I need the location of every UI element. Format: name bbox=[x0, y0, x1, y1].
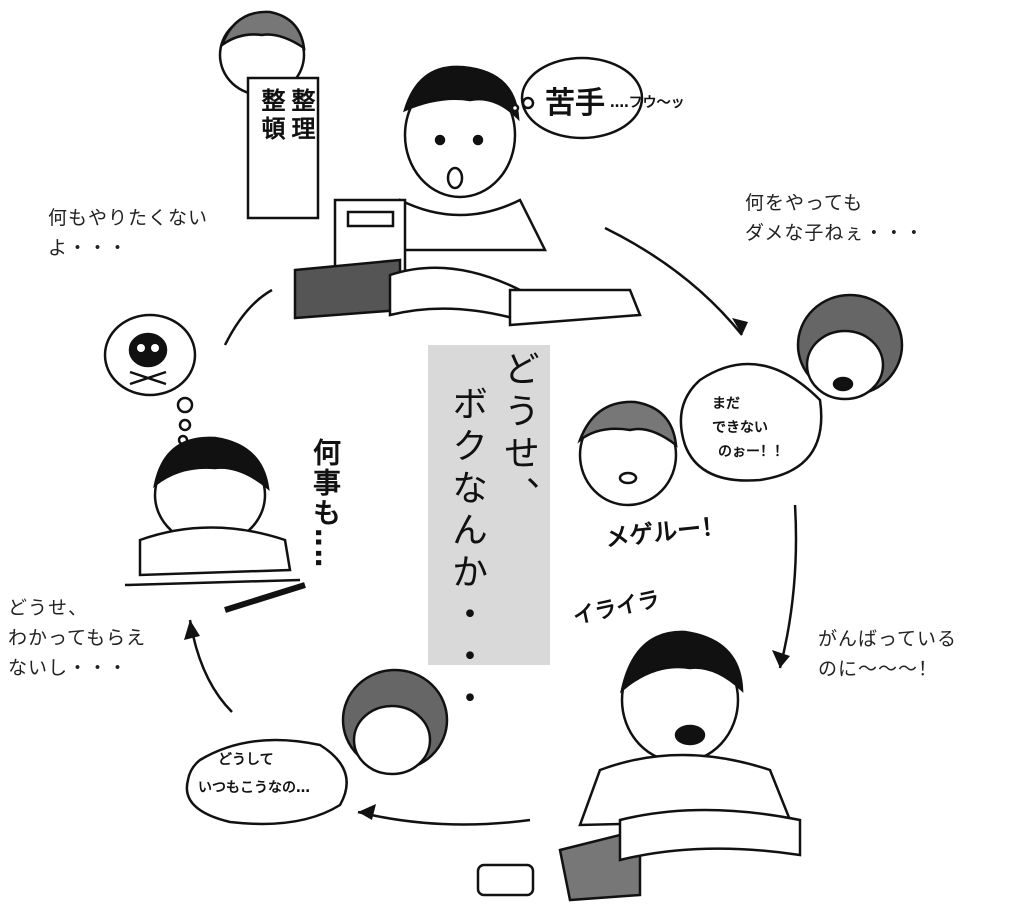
caption-left-line1: どうせ、 bbox=[8, 597, 89, 619]
arrowhead-top-right bbox=[732, 318, 748, 335]
arrowhead-bottom bbox=[358, 804, 376, 820]
ears-covered-boy-figure bbox=[577, 400, 678, 507]
speech-bubble-lower bbox=[185, 738, 348, 826]
mother-bubble-line1: まだ bbox=[712, 396, 740, 412]
arc-top-left bbox=[223, 288, 273, 346]
arrow-top-right bbox=[604, 226, 743, 336]
frustrated-boy-figure bbox=[476, 630, 802, 902]
mother-bubble-line2: できない bbox=[712, 420, 768, 436]
arrow-heads bbox=[184, 318, 790, 820]
caption-left-line3: ないし・・・ bbox=[8, 657, 129, 679]
speech-bubble-mother bbox=[679, 362, 823, 482]
caption-top-left-line1: 何もやりたくない bbox=[48, 207, 209, 229]
caption-right-line1: がんばっている bbox=[818, 628, 958, 650]
arrow-bottom bbox=[357, 810, 531, 826]
mother-figure-top bbox=[796, 293, 904, 401]
sign-board bbox=[246, 76, 320, 220]
mother-bubble-line3: のぉー！！ bbox=[718, 444, 788, 460]
sign-col2: 整頓 bbox=[257, 88, 286, 144]
sign-col1: 整理 bbox=[287, 88, 316, 144]
arrowhead-left bbox=[184, 620, 200, 640]
sigh-text: ‥‥フウ〜ッ bbox=[610, 95, 685, 111]
center-title-box bbox=[428, 345, 550, 665]
arrow-right bbox=[778, 504, 798, 669]
top-boy-figure bbox=[293, 65, 642, 327]
arrowhead-right bbox=[772, 650, 790, 668]
sad-boy-at-desk-figure bbox=[124, 436, 306, 613]
sign-text: 整理 整頓 bbox=[256, 88, 316, 144]
lower-bubble-line2: いつもこうなの… bbox=[198, 780, 310, 796]
caption-top-right-line2: ダメな子ねぇ・・・ bbox=[745, 222, 925, 244]
caption-left-line2: わかってもらえ bbox=[8, 627, 147, 649]
mother-figure-bottom bbox=[341, 668, 449, 776]
thought-bubble-nigate bbox=[510, 56, 644, 140]
center-title-line2: ボクなんか・・・ bbox=[446, 385, 487, 721]
skull-thought-icon bbox=[103, 313, 197, 446]
sign-holder-figure bbox=[218, 10, 320, 220]
caption-top-left-line2: よ・・・ bbox=[48, 237, 129, 259]
nanigotomo-text: 何事も‥‥ bbox=[309, 438, 342, 570]
caption-right-line2: のに〜〜〜！ bbox=[818, 658, 939, 680]
nigate-text: 苦手 bbox=[545, 86, 605, 121]
caption-top-right-line1: 何をやっても bbox=[745, 192, 864, 214]
lower-bubble-line1: どうして bbox=[218, 752, 274, 768]
center-title-line1: どうせ、 bbox=[498, 350, 539, 518]
cycle-arrows bbox=[188, 226, 798, 826]
